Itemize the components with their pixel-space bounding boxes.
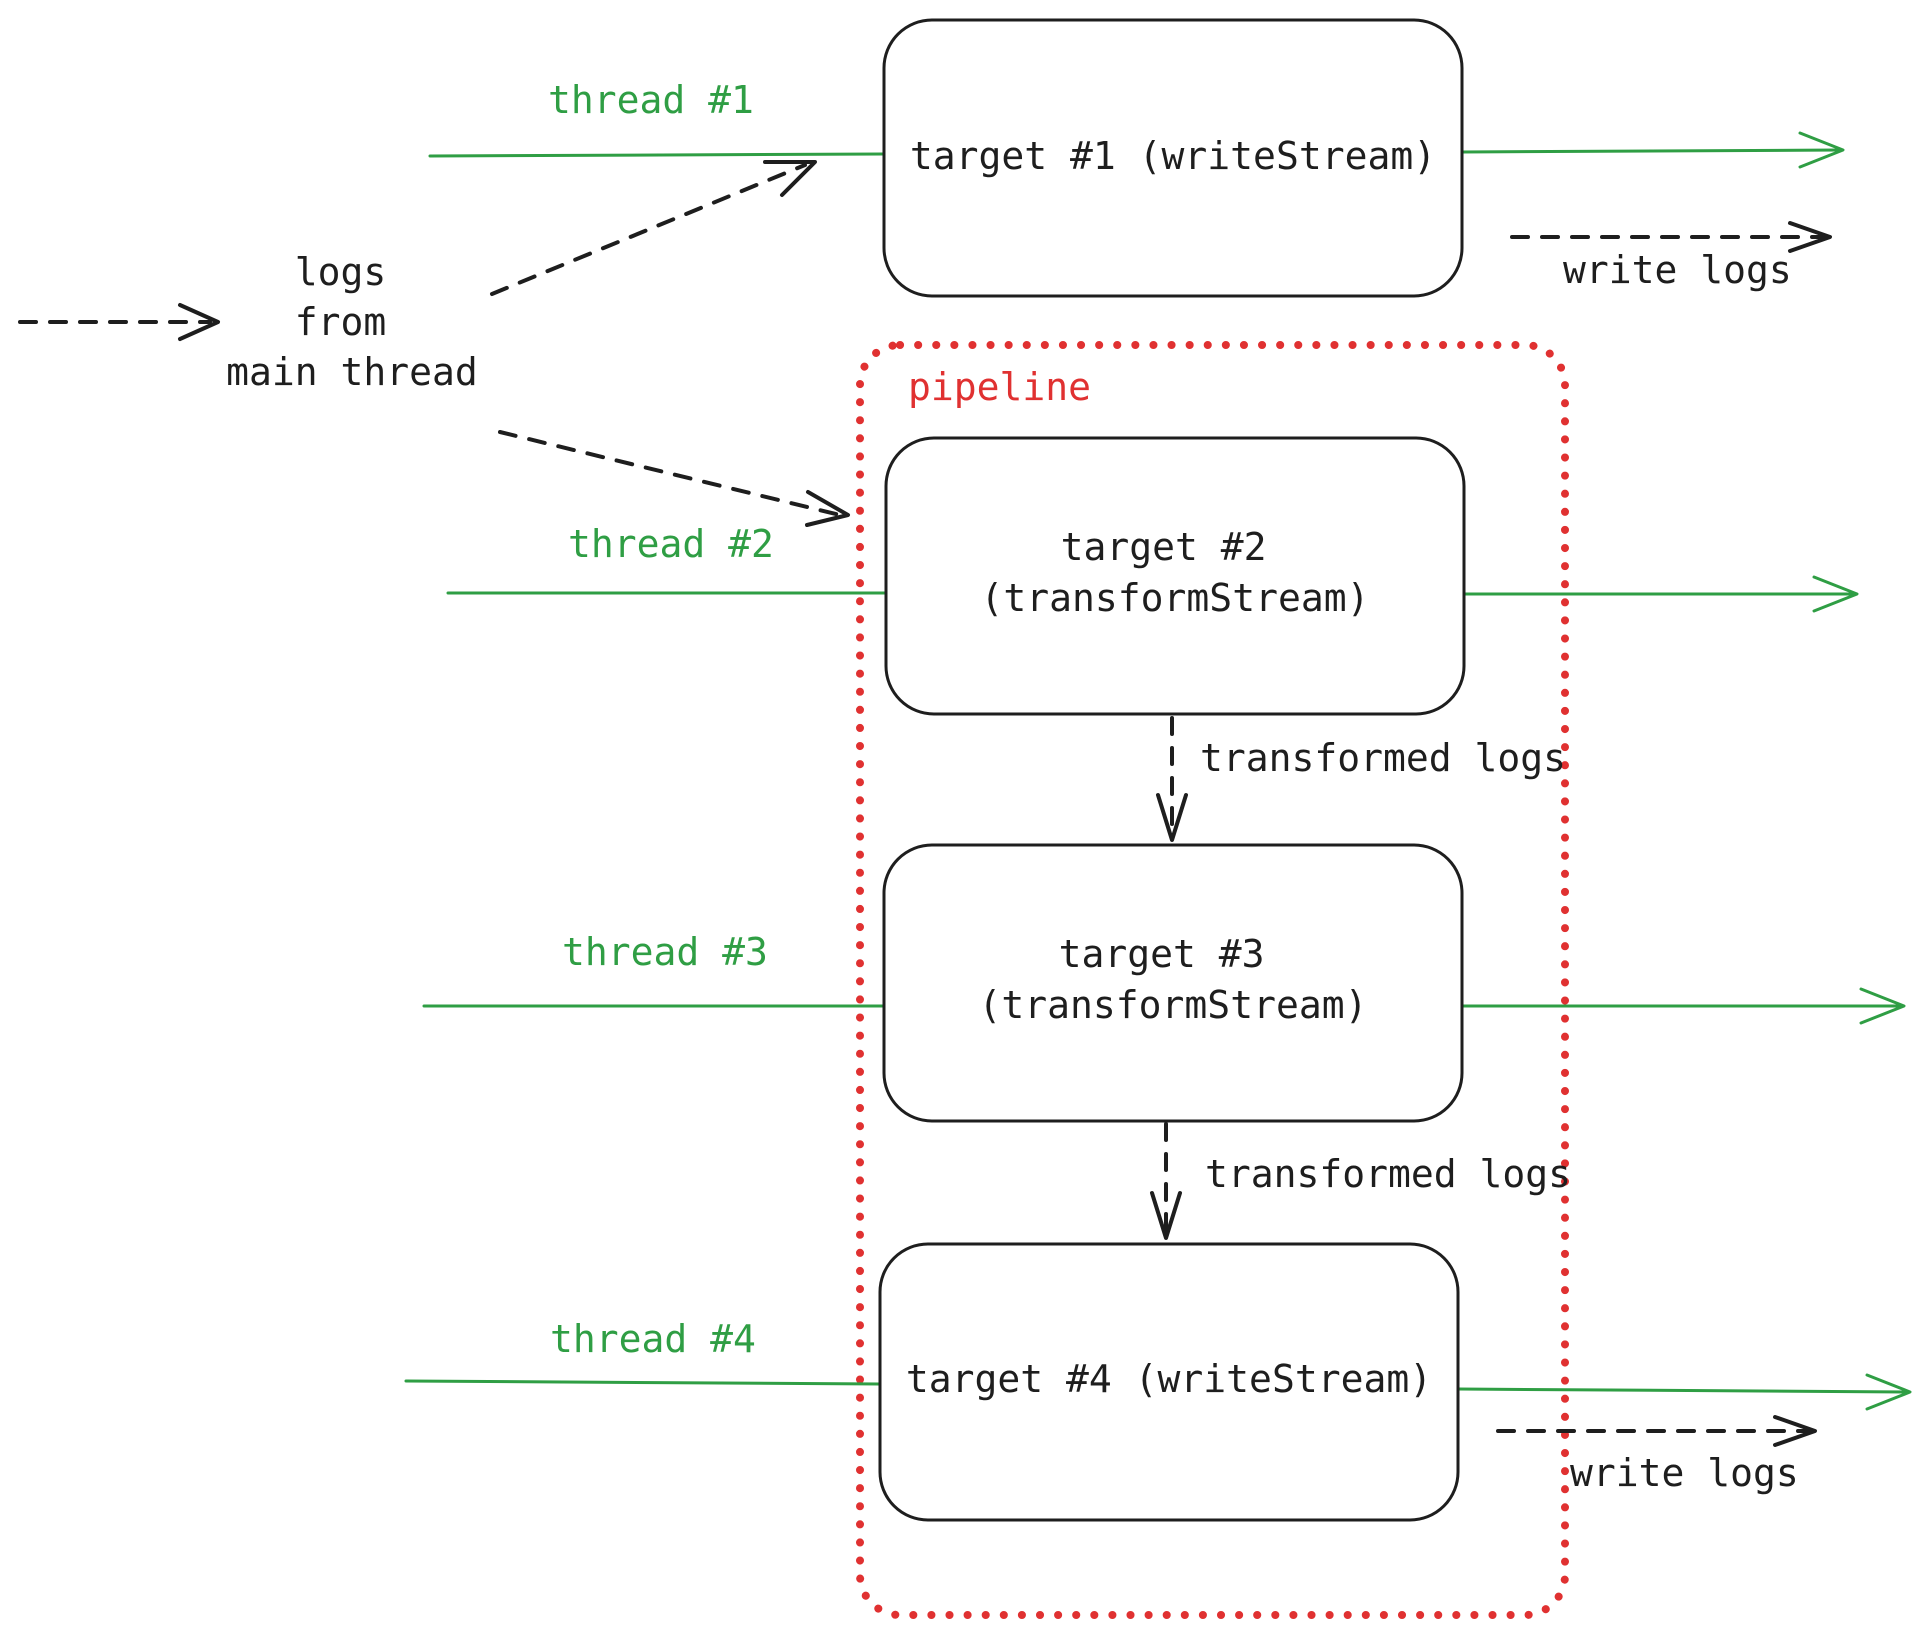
- target-4-box: [878, 1242, 1460, 1522]
- thread-1-in-line: [428, 152, 886, 158]
- thread-2-label: thread #2: [568, 522, 774, 566]
- thread-4-label: thread #4: [550, 1317, 756, 1361]
- pipeline-frame: [856, 341, 1569, 1619]
- target-3-label-line-1: target #3: [1059, 932, 1265, 976]
- dispatch-arrow-1-head: [763, 160, 817, 197]
- source-label-line-3: main thread: [226, 350, 478, 394]
- source-label-line-2: from: [295, 300, 387, 344]
- thread-3-out-head: [1859, 987, 1906, 1025]
- target-3-label-line-2: (transformStream): [979, 983, 1368, 1027]
- target-1-box: [882, 18, 1464, 298]
- write-logs-1-arrow-head: [1788, 221, 1832, 253]
- thread-4-in-line: [404, 1379, 882, 1386]
- source-label-line-1: logs: [295, 250, 387, 294]
- target-1-label: target #1 (writeStream): [910, 134, 1436, 178]
- target-1-label-line-1: target #1 (writeStream): [910, 134, 1436, 178]
- thread-1-out-line: [1460, 148, 1842, 154]
- thread-4-out-line: [1456, 1387, 1910, 1394]
- thread-1-out-head: [1798, 131, 1845, 169]
- thread-3-label: thread #3: [562, 930, 768, 974]
- target-4-label: target #4 (writeStream): [906, 1357, 1432, 1401]
- transformed-arrow-1-head: [1156, 793, 1188, 842]
- dispatch-arrow-2-head: [805, 490, 850, 527]
- write-logs-4-arrow-head: [1773, 1415, 1817, 1447]
- thread-2-out-head: [1812, 575, 1859, 613]
- source-input-arrow-head: [178, 303, 220, 341]
- target-2-label: target #2 (transformStream): [981, 525, 1370, 620]
- pipeline-label: pipeline: [908, 365, 1091, 409]
- source-label: logs from main thread: [226, 250, 478, 394]
- transformed-2-label: transformed logs: [1205, 1152, 1571, 1196]
- target-2-box: [884, 436, 1466, 716]
- transformed-arrow-2-head: [1150, 1191, 1182, 1240]
- write-logs-4-label: write logs: [1570, 1451, 1799, 1495]
- transformed-1-label: transformed logs: [1200, 736, 1566, 780]
- dispatch-arrow-1-line: [490, 163, 807, 296]
- write-logs-1-label: write logs: [1563, 248, 1792, 292]
- thread-4-out-head: [1865, 1373, 1912, 1411]
- thread-1-label: thread #1: [548, 78, 754, 122]
- target-2-label-line-1: target #2: [1061, 525, 1267, 569]
- target-4-label-line-1: target #4 (writeStream): [906, 1357, 1432, 1401]
- target-3-label: target #3 (transformStream): [979, 932, 1368, 1027]
- dispatch-arrow-2-line: [498, 430, 842, 517]
- target-3-box: [882, 843, 1464, 1123]
- target-2-label-line-2: (transformStream): [981, 576, 1370, 620]
